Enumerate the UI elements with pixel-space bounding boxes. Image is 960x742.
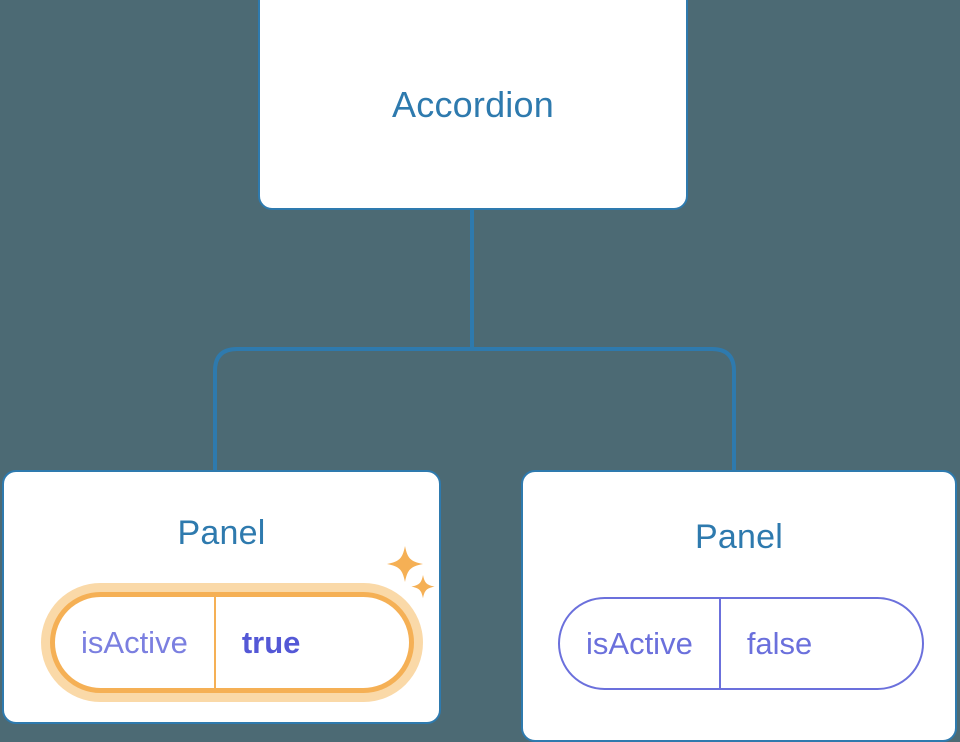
node-panel-left[interactable]: Panel isActive true	[2, 470, 441, 724]
edge-to-panel-left	[213, 347, 472, 472]
prop-value-label: true	[241, 624, 301, 660]
prop-value-label: false	[746, 625, 813, 661]
prop-key-label: isActive	[55, 597, 216, 688]
prop-pill-isactive-true[interactable]: isActive true	[50, 592, 414, 693]
prop-key-label: isActive	[560, 599, 721, 688]
node-accordion[interactable]: Accordion	[258, 0, 688, 210]
prop-pill-isactive-false[interactable]: isActive false	[558, 597, 924, 690]
node-panel-right[interactable]: Panel isActive false	[521, 470, 957, 742]
node-accordion-label: Accordion	[392, 84, 554, 125]
edge-to-panel-right	[472, 347, 736, 472]
node-panel-right-label: Panel	[695, 518, 783, 556]
node-panel-left-label: Panel	[177, 514, 266, 552]
